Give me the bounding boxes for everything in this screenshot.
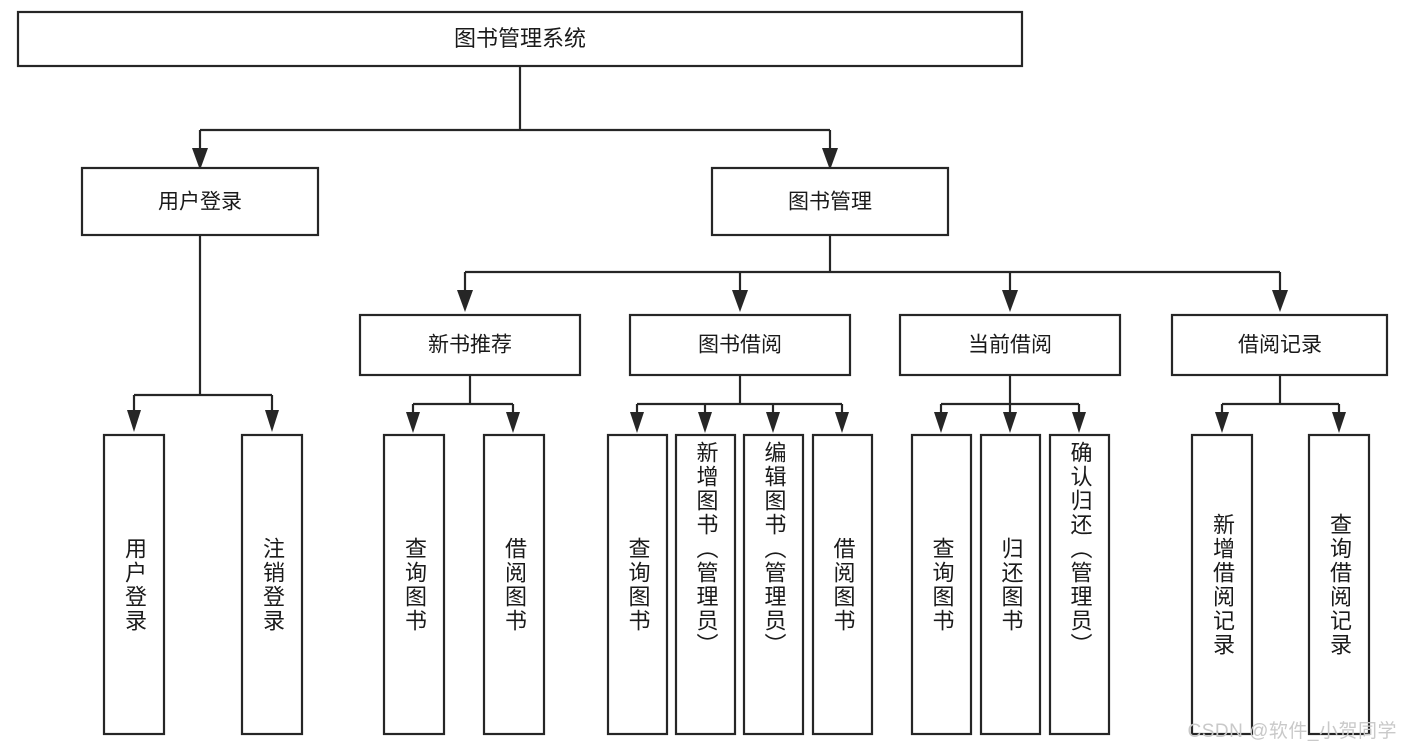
arrow-head-book-manage (822, 148, 838, 170)
node-book-manage-box[interactable] (710, 166, 950, 237)
node-current-borrow[interactable]: 当前借阅 (898, 313, 1122, 377)
node-borrow-record-box[interactable] (1170, 313, 1389, 377)
connector-group-current-borrow (934, 375, 1086, 433)
arrow-head-leaf-add-record (1215, 412, 1229, 433)
node-borrow-record-label: 借阅记录 (1238, 334, 1322, 357)
connector-group-user-login (127, 235, 279, 432)
arrow-head-leaf-query-book-1 (406, 412, 420, 433)
node-new-book-rec-label: 新书推荐 (428, 334, 512, 357)
arrow-head-leaf-borrow-book-1 (506, 412, 520, 433)
node-book-manage-label: 图书管理 (788, 191, 872, 214)
node-leaf-borrow-book-2-box[interactable] (811, 433, 874, 736)
node-borrow-record[interactable]: 借阅记录 (1170, 313, 1389, 377)
connector-group-book-manage (457, 235, 1288, 312)
node-root[interactable]: 图书管理系统 (16, 10, 1024, 68)
node-user-login[interactable]: 用户登录 (80, 166, 320, 237)
node-new-book-rec-box[interactable] (358, 313, 582, 377)
node-current-borrow-label: 当前借阅 (968, 334, 1052, 357)
arrow-head-book-borrow (732, 290, 748, 312)
node-leaf-add-book-box[interactable] (674, 433, 737, 736)
arrow-head-leaf-query-book-2 (630, 412, 644, 433)
csdn-watermark: CSDN @软件_小贺同学 (1187, 721, 1397, 742)
node-root-box[interactable] (16, 10, 1024, 68)
node-leaf-edit-book-box[interactable] (742, 433, 805, 736)
connector-group-borrow-record (1215, 375, 1346, 433)
leaf-boxes (102, 433, 1371, 736)
arrow-head-user-login (192, 148, 208, 170)
arrow-head-leaf-user-login (127, 410, 141, 432)
node-leaf-borrow-book-1-box[interactable] (482, 433, 546, 736)
arrow-head-leaf-confirm-return (1072, 412, 1086, 433)
arrow-head-current-borrow (1002, 290, 1018, 312)
node-book-manage[interactable]: 图书管理 (710, 166, 950, 237)
node-book-borrow-label: 图书借阅 (698, 334, 782, 357)
node-current-borrow-box[interactable] (898, 313, 1122, 377)
arrow-head-leaf-query-book-3 (934, 412, 948, 433)
arrow-head-leaf-add-book (698, 412, 712, 433)
node-book-borrow[interactable]: 图书借阅 (628, 313, 852, 377)
connector-group-book-borrow (630, 375, 849, 433)
node-leaf-query-book-1-box[interactable] (382, 433, 446, 736)
node-leaf-add-record-box[interactable] (1190, 433, 1254, 736)
connector-group-new-book-rec (406, 375, 520, 433)
node-user-login-box[interactable] (80, 166, 320, 237)
arrow-head-leaf-query-record (1332, 412, 1346, 433)
node-new-book-rec[interactable]: 新书推荐 (358, 313, 582, 377)
node-leaf-query-record-box[interactable] (1307, 433, 1371, 736)
node-leaf-confirm-return-box[interactable] (1048, 433, 1111, 736)
connector-group-root (192, 66, 838, 170)
arrow-head-leaf-return-book (1003, 412, 1017, 433)
node-leaf-user-logout-box[interactable] (240, 433, 304, 736)
arrow-head-leaf-borrow-book-2 (835, 412, 849, 433)
node-leaf-query-book-3-box[interactable] (910, 433, 973, 736)
node-book-borrow-box[interactable] (628, 313, 852, 377)
arrow-head-leaf-user-logout (265, 410, 279, 432)
node-leaf-user-login-box[interactable] (102, 433, 166, 736)
arrow-head-leaf-edit-book (766, 412, 780, 433)
arrow-head-borrow-record (1272, 290, 1288, 312)
arrow-head-new-book-rec (457, 290, 473, 312)
node-leaf-query-book-2-box[interactable] (606, 433, 669, 736)
node-user-login-label: 用户登录 (158, 191, 242, 214)
node-leaf-return-book-box[interactable] (979, 433, 1042, 736)
node-root-label: 图书管理系统 (454, 26, 586, 51)
